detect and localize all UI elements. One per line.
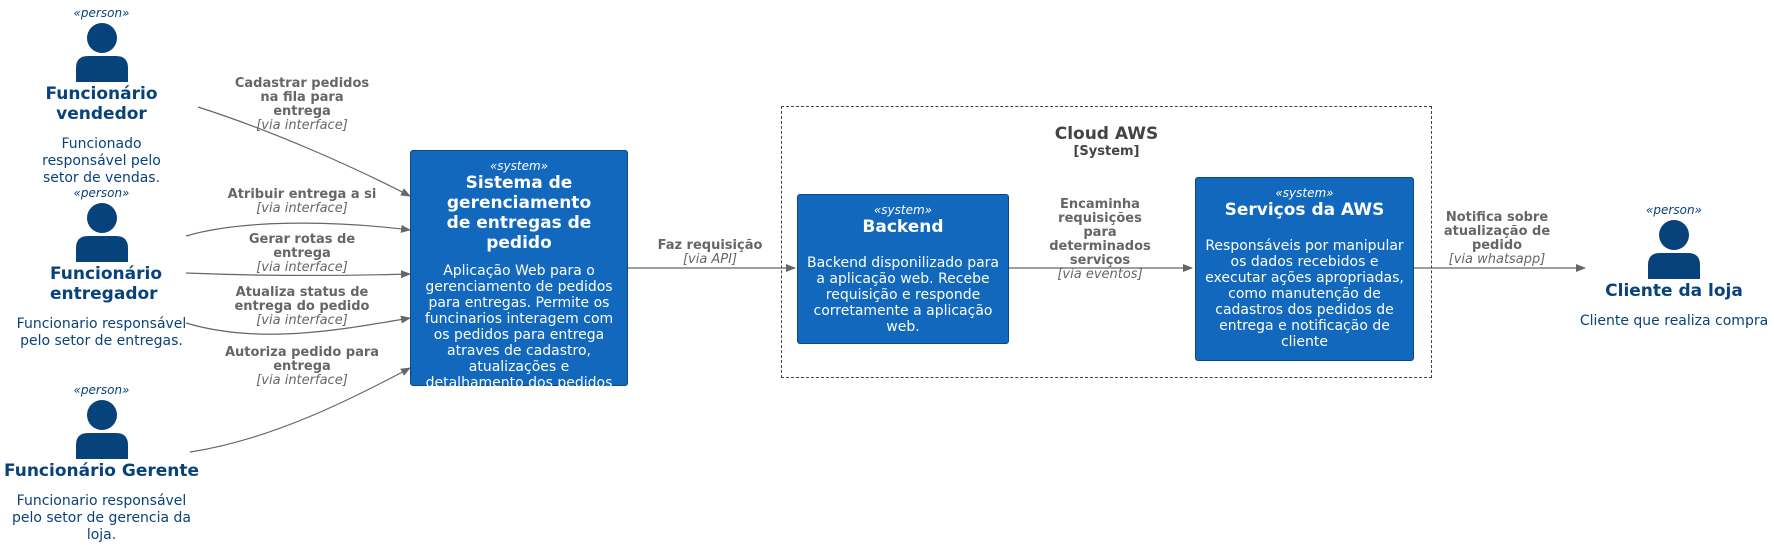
relation-cadastrar: Cadastrar pedidos na fila para entrega [… bbox=[222, 77, 382, 133]
relation-encaminha: Encaminha requisições para determinados … bbox=[1030, 198, 1170, 282]
person-funcionario-vendedor[interactable]: «person» Funcionário vendedor Funcionado… bbox=[0, 6, 203, 187]
relation-label: Gerar rotas de entrega bbox=[248, 232, 356, 261]
system-name: Backend bbox=[862, 217, 944, 237]
person-cliente-da-loja[interactable]: «person» Cliente da loja Cliente que rea… bbox=[1574, 203, 1774, 330]
arrow-status bbox=[185, 315, 411, 335]
person-description: Funcionado responsável pelo setor de ven… bbox=[42, 136, 161, 186]
person-stereotype: «person» bbox=[73, 186, 130, 200]
person-icon bbox=[75, 203, 128, 262]
boundary-name: Cloud AWS bbox=[1054, 124, 1159, 144]
person-stereotype: «person» bbox=[1646, 203, 1702, 217]
relation-label: Atribuir entrega a si bbox=[227, 187, 377, 202]
relation-technology: [via eventos] bbox=[1057, 267, 1143, 282]
person-name: Cliente da loja bbox=[1605, 281, 1743, 301]
relation-label: Autoriza pedido para entrega bbox=[224, 345, 380, 374]
arrow-cadastrar bbox=[197, 106, 411, 197]
person-name: Funcionário entregador bbox=[50, 264, 163, 304]
person-icon bbox=[75, 400, 128, 459]
person-icon bbox=[75, 23, 128, 82]
relation-technology: [via interface] bbox=[256, 373, 348, 388]
relation-label: Encaminha requisições para determinados … bbox=[1049, 197, 1151, 268]
relation-notifica: Notifica sobre atualização de pedido [vi… bbox=[1430, 211, 1564, 267]
person-funcionario-gerente[interactable]: «person» Funcionário Gerente Funcionario… bbox=[0, 383, 203, 544]
relation-label: Cadastrar pedidos na fila para entrega bbox=[234, 76, 370, 119]
relation-label: Faz requisição bbox=[657, 238, 763, 253]
relation-technology: [via interface] bbox=[256, 260, 348, 275]
person-description: Cliente que realiza compra bbox=[1579, 313, 1769, 329]
system-description: Aplicação Web para o gerenciamento de pe… bbox=[424, 263, 614, 407]
system-backend[interactable]: «system» Backend Backend disponilizado p… bbox=[797, 194, 1009, 344]
system-name: Sistema de gerenciamento de entregas de … bbox=[446, 173, 592, 253]
relation-status: Atualiza status de entrega do pedido [vi… bbox=[222, 286, 382, 328]
system-stereotype: «system» bbox=[873, 203, 933, 217]
person-name: Funcionário vendedor bbox=[45, 84, 158, 124]
system-stereotype: «system» bbox=[489, 159, 549, 173]
system-description: Responsáveis por manipular os dados rece… bbox=[1205, 238, 1404, 350]
relation-technology: [via whatsapp] bbox=[1448, 252, 1546, 267]
relation-technology: [via interface] bbox=[256, 118, 348, 133]
relation-technology: [via interface] bbox=[256, 201, 348, 216]
person-description: Funcionario responsável pelo setor de en… bbox=[16, 316, 187, 349]
person-description: Funcionario responsável pelo setor de ge… bbox=[11, 493, 192, 543]
person-stereotype: «person» bbox=[73, 6, 130, 20]
arrow-rotas bbox=[185, 270, 411, 279]
person-name: Funcionário Gerente bbox=[3, 461, 200, 481]
system-servicos-aws[interactable]: «system» Serviços da AWS Responsáveis po… bbox=[1195, 177, 1414, 361]
relation-rotas: Gerar rotas de entrega [via interface] bbox=[232, 233, 372, 275]
system-name: Serviços da AWS bbox=[1224, 200, 1385, 220]
system-stereotype: «system» bbox=[1275, 186, 1334, 200]
system-gerenciamento-entregas[interactable]: «system» Sistema de gerenciamento de ent… bbox=[410, 150, 628, 407]
system-description: Backend disponilizado para a aplicação w… bbox=[806, 255, 999, 335]
relation-requisicao: Faz requisição [via API] bbox=[645, 239, 775, 267]
relation-atribuir: Atribuir entrega a si [via interface] bbox=[212, 188, 392, 216]
relation-autoriza: Autoriza pedido para entrega [via interf… bbox=[222, 346, 382, 388]
arrow-atribuir bbox=[185, 222, 411, 237]
relation-label: Atualiza status de entrega do pedido bbox=[234, 285, 370, 314]
relation-technology: [via interface] bbox=[256, 313, 348, 328]
relation-label: Notifica sobre atualização de pedido bbox=[1443, 210, 1551, 253]
person-stereotype: «person» bbox=[73, 383, 130, 397]
boundary-type: [System] bbox=[1073, 144, 1140, 159]
boundary-cloud-aws: Cloud AWS [System] bbox=[781, 106, 1432, 378]
person-funcionario-entregador[interactable]: «person» Funcionário entregador Funciona… bbox=[0, 186, 203, 350]
relation-technology: [via API] bbox=[682, 252, 738, 267]
arrow-autoriza bbox=[189, 367, 411, 453]
person-icon bbox=[1648, 220, 1700, 279]
